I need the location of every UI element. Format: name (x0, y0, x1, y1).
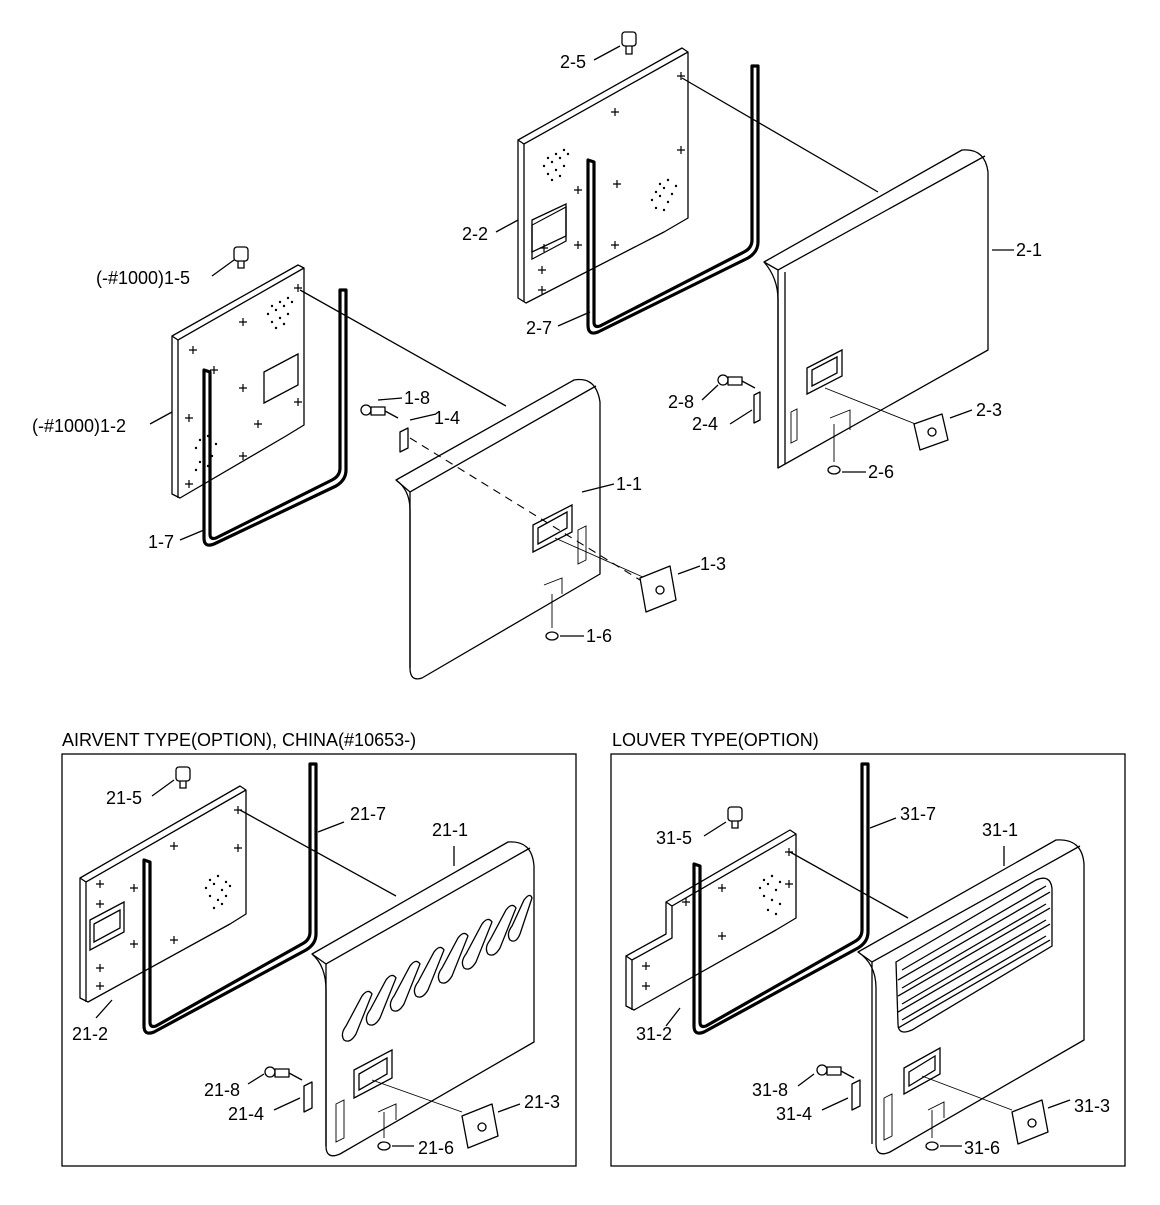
label-21-7: 21-7 (350, 804, 386, 824)
assembly-1: (-#1000)1-5 (-#1000)1-2 1-7 1-8 1-4 1-1 … (32, 246, 726, 680)
latch-2-3 (913, 413, 949, 451)
label-31-4: 31-4 (776, 1104, 812, 1124)
screw-marks-2-2 (538, 72, 685, 294)
vent-dots-21-2 (204, 874, 232, 910)
label-2-5: 2-5 (560, 52, 586, 72)
door-panel-21-1 (311, 841, 535, 1157)
label-2-6: 2-6 (868, 462, 894, 482)
label-1-6: 1-6 (586, 626, 612, 646)
latch-1-3 (639, 565, 677, 613)
seal-2-7 (586, 64, 760, 335)
vent-dots-2-2b (650, 178, 678, 212)
door-panel-2-1 (763, 149, 989, 469)
bolt-2-8 (717, 374, 756, 389)
screw-marks-31-2 (642, 848, 793, 990)
assembly-31: 31-5 31-7 31-1 31-2 31-8 31-4 31-3 31-6 (625, 762, 1110, 1158)
louver-grille-31-1 (895, 877, 1053, 1033)
assembly-21: 21-5 21-7 21-1 21-2 21-8 21-4 21-3 21-6 (72, 762, 560, 1158)
knob-2-5 (621, 31, 637, 55)
label-21-3: 21-3 (524, 1092, 560, 1112)
label-31-3: 31-3 (1074, 1096, 1110, 1116)
nut-21-6 (377, 1112, 391, 1151)
label-1-8: 1-8 (404, 388, 430, 408)
air-vents-21-1 (341, 894, 533, 1042)
louver-section-title: LOUVER TYPE(OPTION) (612, 730, 819, 750)
inner-plate-1-2 (171, 264, 305, 499)
latch-21-3 (461, 1103, 499, 1149)
label-2-8: 2-8 (668, 392, 694, 412)
bolt-31-8 (816, 1064, 855, 1079)
label-31-6: 31-6 (964, 1138, 1000, 1158)
label-2-2: 2-2 (462, 224, 488, 244)
label-31-5: 31-5 (656, 828, 692, 848)
nut-2-6 (827, 424, 841, 475)
vent-dots-1-2b (194, 434, 218, 472)
nut-1-6 (545, 594, 559, 641)
label-1-3: 1-3 (700, 554, 726, 574)
label-21-1: 21-1 (432, 820, 468, 840)
bolt-1-8 (360, 404, 399, 419)
knob-31-5 (727, 806, 743, 829)
bracket-2-4 (753, 391, 761, 424)
seal-31-7 (692, 762, 870, 1035)
screw-marks-21-2 (96, 806, 242, 990)
inner-plate-21-2 (79, 785, 247, 1003)
label-1-2: (-#1000)1-2 (32, 416, 126, 436)
airvent-section-title: AIRVENT TYPE(OPTION), CHINA(#10653-) (62, 730, 416, 750)
bracket-21-4 (303, 1081, 313, 1113)
knob-1-5 (233, 246, 249, 269)
label-31-7: 31-7 (900, 804, 936, 824)
label-1-4: 1-4 (434, 408, 460, 428)
label-2-1: 2-1 (1016, 240, 1042, 260)
label-21-2: 21-2 (72, 1024, 108, 1044)
bracket-31-4 (851, 1079, 861, 1111)
label-21-5: 21-5 (106, 788, 142, 808)
assembly-2: 2-5 2-2 2-7 2-1 2-8 2-4 2-3 2-6 (462, 31, 1042, 482)
bolt-21-8 (264, 1066, 303, 1081)
bracket-1-4 (399, 427, 409, 453)
label-21-8: 21-8 (204, 1080, 240, 1100)
label-2-7: 2-7 (526, 318, 552, 338)
label-2-3: 2-3 (976, 400, 1002, 420)
label-21-6: 21-6 (418, 1138, 454, 1158)
seal-21-7 (142, 762, 318, 1035)
inner-plate-31-2 (625, 829, 797, 1011)
label-31-1: 31-1 (982, 820, 1018, 840)
nut-31-6 (925, 1110, 939, 1151)
label-1-7: 1-7 (148, 532, 174, 552)
vent-dots-31-2 (758, 874, 782, 916)
label-31-8: 31-8 (752, 1080, 788, 1100)
label-1-1: 1-1 (616, 474, 642, 494)
vent-dots-2-2a (542, 148, 570, 182)
door-panel-1-1 (395, 378, 601, 680)
label-2-4: 2-4 (692, 414, 718, 434)
screw-marks-1-2 (185, 284, 302, 488)
label-21-4: 21-4 (228, 1104, 264, 1124)
seal-1-7 (202, 288, 348, 547)
louver-frame (610, 753, 1126, 1167)
label-1-5: (-#1000)1-5 (96, 268, 190, 288)
airvent-frame (61, 753, 577, 1167)
label-31-2: 31-2 (636, 1024, 672, 1044)
vent-dots-1-2a (266, 296, 294, 330)
latch-31-3 (1011, 1099, 1049, 1145)
door-panel-31-1 (857, 839, 1085, 1155)
knob-21-5 (175, 766, 191, 789)
inner-plate-2-2 (517, 47, 689, 304)
